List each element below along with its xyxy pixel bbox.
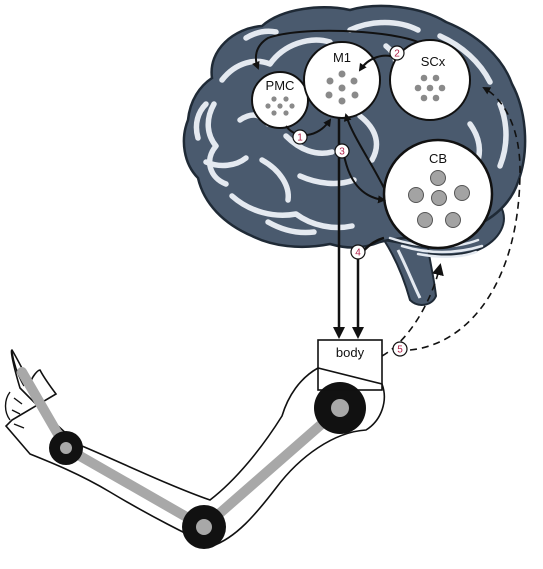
body-box-label: body [336,345,365,360]
marker-1: 1 [293,130,307,144]
svg-text:4: 4 [355,248,361,259]
region-m1-label: M1 [333,50,351,65]
marker-3: 3 [335,144,349,158]
region-m1: M1 [304,42,380,118]
region-pmc: PMC [252,72,308,128]
svg-text:2: 2 [394,49,400,60]
bone-upper-arm [204,408,340,527]
arm-illustration [6,350,385,549]
svg-text:3: 3 [339,147,345,158]
bone-forearm [66,448,204,527]
marker-4: 4 [351,245,365,259]
marker-5: 5 [393,342,407,356]
region-cb-label: CB [429,151,447,166]
joint-elbow [182,505,226,549]
svg-text:5: 5 [397,345,403,356]
marker-2: 2 [390,46,404,60]
joint-wrist [49,431,83,465]
svg-text:1: 1 [297,133,303,144]
region-scx-label: SCx [421,54,446,69]
region-pmc-label: PMC [266,78,295,93]
region-cb: CB [384,140,492,248]
